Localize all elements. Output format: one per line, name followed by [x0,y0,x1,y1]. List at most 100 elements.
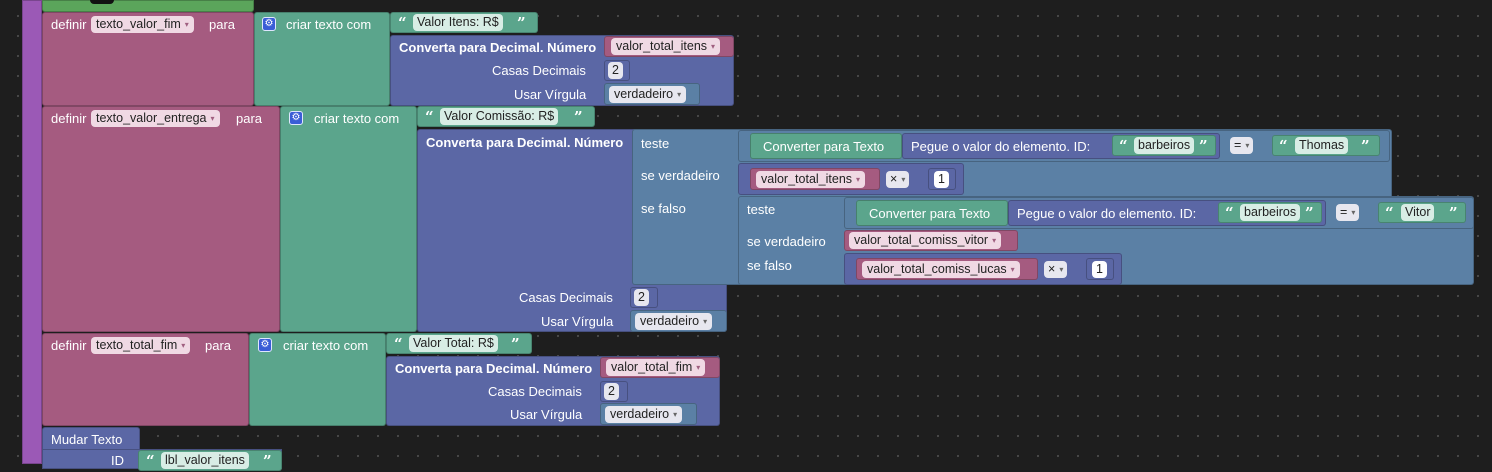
number-block[interactable]: 2 [600,381,628,402]
variable-get-block[interactable]: valor_total_comiss_vitor▾ [844,230,1018,251]
text-string-block[interactable]: “ Valor Comissão: R$ ” [417,106,595,127]
close-quote-icon: ” [1199,137,1208,155]
definir-label: definir [51,17,87,32]
number-field[interactable]: 2 [608,62,623,79]
variable-dropdown[interactable]: texto_valor_fim▾ [91,16,194,33]
top-connector [90,0,114,4]
variable-dropdown[interactable]: valor_total_fim▾ [606,359,706,376]
se-falso-label: se falso [641,201,686,216]
create-text-block[interactable]: ⚙ criar texto com [254,12,390,106]
string-value[interactable]: barbeiros [1134,137,1195,154]
number-field[interactable]: 1 [1092,261,1107,278]
string-value[interactable]: Valor Comissão: R$ [440,108,559,125]
string-value[interactable]: barbeiros [1240,204,1301,221]
get-element-label: Pegue o valor do elemento. ID: [911,139,1091,154]
boolean-block[interactable]: verdadeiro▾ [600,403,697,425]
number-block[interactable]: 1 [1086,258,1114,280]
string-value[interactable]: lbl_valor_itens [161,452,249,469]
variable-dropdown[interactable]: valor_total_comiss_lucas▾ [862,261,1020,278]
variable-get-block[interactable]: valor_total_comiss_lucas▾ [856,258,1038,280]
string-value[interactable]: Thomas [1295,137,1349,154]
top-block-edge [42,0,254,12]
criar-texto-label: criar texto com [283,338,369,353]
boolean-dropdown[interactable]: verdadeiro▾ [605,406,683,423]
create-text-block[interactable]: ⚙ criar texto com [280,106,417,332]
variable-dropdown[interactable]: valor_total_itens▾ [611,38,721,55]
variable-dropdown[interactable]: valor_total_comiss_vitor▾ [849,232,1002,249]
dropdown-arrow-icon: ▾ [1010,265,1015,274]
virgula-label: Usar Vírgula [514,87,587,102]
text-string-block[interactable]: “ Valor Itens: R$ ” [390,12,538,33]
create-text-block[interactable]: ⚙ criar texto com [249,333,386,426]
gear-icon[interactable]: ⚙ [289,111,303,125]
boolean-block[interactable]: verdadeiro▾ [630,310,727,332]
criar-texto-label: criar texto com [314,111,400,126]
open-quote-icon: “ [146,452,155,470]
number-field[interactable]: 1 [934,171,949,188]
text-string-block[interactable]: “ barbeiros ” [1112,135,1216,156]
converta-label: Converta para Decimal. Número [399,40,597,55]
casas-label: Casas Decimais [488,384,582,399]
se-falso-label: se falso [747,258,792,273]
se-verdadeiro-label: se verdadeiro [747,234,826,249]
dropdown-arrow-icon: ▾ [703,317,708,326]
close-quote-icon: ” [517,14,526,32]
dropdown-arrow-icon: ▾ [677,90,682,99]
se-verdadeiro-label: se verdadeiro [641,168,720,183]
definir-label: definir [51,338,87,353]
set-variable-block[interactable]: definir texto_total_fim▾ para [42,333,249,426]
to-text-block[interactable]: Converter para Texto [856,200,1008,226]
string-value[interactable]: Valor Itens: R$ [413,14,503,31]
compare-operator-dropdown[interactable]: =▾ [1336,204,1360,221]
dropdown-arrow-icon: ▾ [711,42,716,51]
open-quote-icon: “ [1385,204,1394,222]
set-variable-block[interactable]: definir texto_valor_fim▾ para [42,12,254,106]
to-text-block[interactable]: Converter para Texto [750,133,902,159]
variable-dropdown[interactable]: texto_valor_entrega▾ [91,110,220,127]
text-string-block[interactable]: “ Vitor ” [1378,202,1466,223]
text-string-block[interactable]: “ Thomas ” [1272,135,1380,156]
number-block[interactable]: 2 [630,287,658,308]
number-field[interactable]: 2 [634,289,649,306]
text-string-block[interactable]: “ lbl_valor_itens ” [138,450,282,471]
dropdown-arrow-icon: ▾ [210,114,215,123]
variable-dropdown[interactable]: texto_total_fim▾ [91,337,191,354]
open-quote-icon: “ [1225,204,1234,222]
set-variable-block[interactable]: definir texto_valor_entrega▾ para [42,106,280,332]
procedure-spine [22,0,42,464]
text-string-block[interactable]: “ barbeiros ” [1218,202,1322,223]
open-quote-icon: “ [398,14,407,32]
variable-get-block[interactable]: valor_total_fim▾ [600,357,720,378]
variable-dropdown[interactable]: valor_total_itens▾ [756,171,866,188]
text-string-block[interactable]: “ Valor Total: R$ ” [386,333,532,354]
number-block[interactable]: 2 [604,60,630,81]
mudar-texto-label: Mudar Texto [51,432,123,447]
boolean-dropdown[interactable]: verdadeiro▾ [635,313,713,330]
teste-label: teste [641,136,670,151]
arithmetic-operator-dropdown[interactable]: ×▾ [1044,261,1068,278]
string-value[interactable]: Vitor [1401,204,1435,221]
casas-label: Casas Decimais [492,63,586,78]
string-value[interactable]: Valor Total: R$ [409,335,498,352]
compare-operator-dropdown[interactable]: =▾ [1230,137,1254,154]
variable-get-block[interactable]: valor_total_itens▾ [750,168,880,190]
to-text-label: Converter para Texto [869,206,991,221]
criar-texto-label: criar texto com [286,17,372,32]
get-element-label: Pegue o valor do elemento. ID: [1017,206,1197,221]
number-block[interactable]: 1 [928,168,956,190]
gear-icon[interactable]: ⚙ [258,338,272,352]
open-quote-icon: “ [425,108,434,126]
variable-get-block[interactable]: valor_total_itens▾ [604,36,734,57]
close-quote-icon: ” [574,108,583,126]
dropdown-arrow-icon: ▾ [181,341,186,350]
virgula-label: Usar Vírgula [510,407,583,422]
number-field[interactable]: 2 [604,383,619,400]
close-quote-icon: ” [1449,204,1458,222]
boolean-dropdown[interactable]: verdadeiro▾ [609,86,687,103]
gear-icon[interactable]: ⚙ [262,17,276,31]
para-label: para [209,17,236,32]
dropdown-arrow-icon: ▾ [992,236,997,245]
converta-label: Converta para Decimal. Número [426,135,624,150]
arithmetic-operator-dropdown[interactable]: ×▾ [886,171,910,188]
boolean-block[interactable]: verdadeiro▾ [604,83,700,105]
